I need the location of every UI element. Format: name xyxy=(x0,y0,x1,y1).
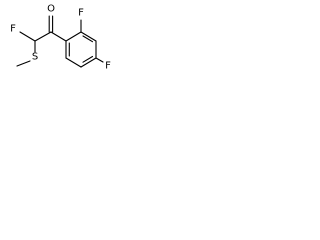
ring-bond-4 xyxy=(80,57,97,68)
molecule-structure-diagram: O F S F F xyxy=(10,4,111,72)
sulfur-label: S xyxy=(32,52,38,63)
bond-alpha-fluorine xyxy=(19,31,36,42)
ring-bond-1 xyxy=(65,31,82,42)
bond-sulfur-methyl xyxy=(16,60,31,67)
atom-labels: O F S F F xyxy=(10,4,111,72)
carbonyl-oxygen-label: O xyxy=(47,4,55,15)
ring-bond-2 xyxy=(80,31,97,42)
bond-carbonyl-alpha xyxy=(34,31,52,42)
bonds xyxy=(16,15,104,68)
bond-carbonyl-ring xyxy=(50,31,67,42)
ring-inner-bond-a xyxy=(82,35,94,43)
alpha-fluorine-label: F xyxy=(10,24,16,35)
bond-ring-fluorine-para xyxy=(95,57,104,63)
ring-fluorine-para-label: F xyxy=(105,61,111,72)
ring-bond-5 xyxy=(65,57,82,68)
ring-fluorine-ortho-label: F xyxy=(78,8,84,19)
ring-inner-bond-b xyxy=(82,55,94,63)
